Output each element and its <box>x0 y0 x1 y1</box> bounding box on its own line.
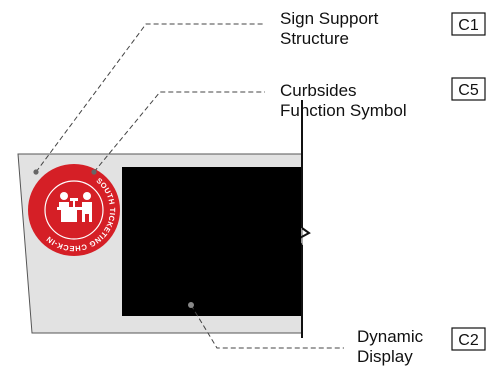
callout-display: Dynamic Display C2 <box>357 327 486 366</box>
code-c1: C1 <box>458 17 479 34</box>
callout-symbol: Curbsides Function Symbol C5 <box>280 77 486 120</box>
callout-display-line1: Dynamic <box>357 327 424 346</box>
leader-lines <box>33 23 344 349</box>
code-box-c1 <box>451 12 486 36</box>
callout-symbol-line2: Function Symbol <box>280 101 407 120</box>
code-c5: C5 <box>458 82 479 99</box>
dynamic-display <box>122 167 301 316</box>
callout-symbol-line1: Curbsides <box>280 81 357 100</box>
callout-support: Sign Support Structure C1 <box>280 9 486 48</box>
code-box-c5 <box>451 77 486 101</box>
leader-support <box>35 23 265 173</box>
function-symbol-badge: SOUTH TICKETING CHECK-IN <box>28 164 120 256</box>
callout-display-line2: Display <box>357 347 413 366</box>
callout-support-line2: Structure <box>280 29 349 48</box>
code-c2: C2 <box>458 332 479 349</box>
leader-symbol <box>93 91 265 173</box>
leader-display <box>190 304 344 349</box>
code-box-c2 <box>451 327 486 351</box>
ticket-counter-people-icon <box>57 192 92 222</box>
callout-support-line1: Sign Support <box>280 9 379 28</box>
